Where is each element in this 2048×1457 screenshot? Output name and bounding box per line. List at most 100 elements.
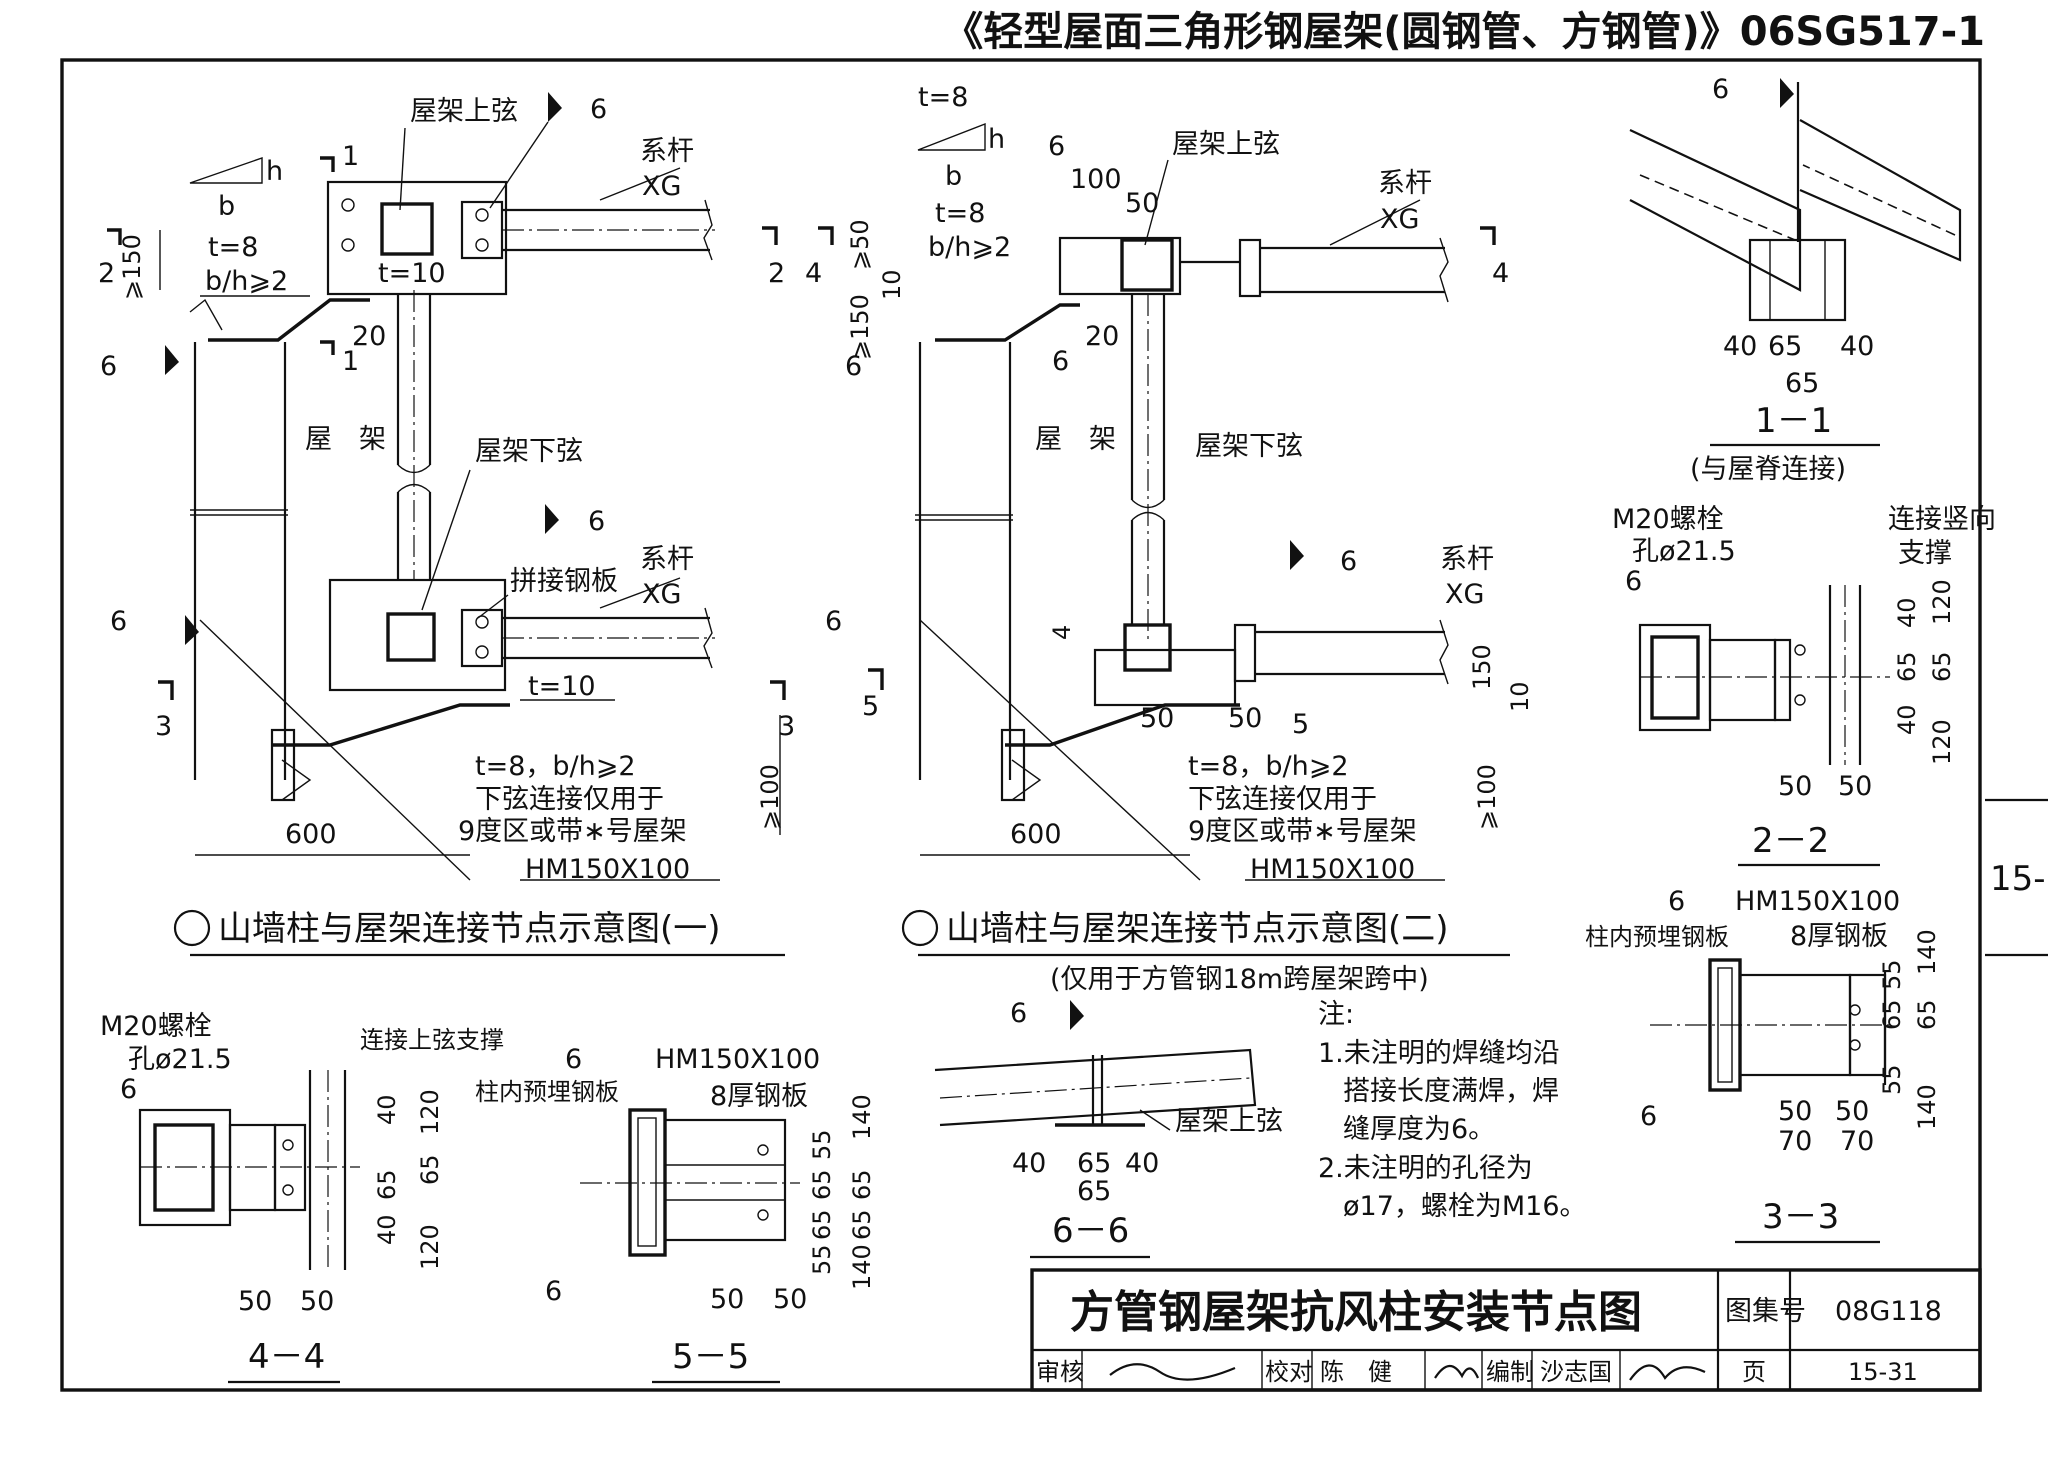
dim-40-b: 40 — [1125, 1148, 1159, 1179]
section-mark-5b: 5 — [862, 691, 879, 722]
section-5-5: 6 HM150X100 柱内预埋钢板 8厚钢板 55 140 65 65 65 … — [475, 1044, 876, 1384]
dim-150-vertical: ⩾150 — [846, 294, 874, 360]
dim-50-b: 50 — [300, 1286, 334, 1317]
dim-65-d: 65 — [848, 1209, 876, 1240]
bolt-mark — [341, 238, 355, 252]
dim-55: 55 — [1878, 959, 1906, 990]
weld-size: 6 — [1010, 998, 1027, 1029]
dim-140: 140 — [1913, 929, 1941, 975]
dim-150: 150 — [1468, 644, 1496, 690]
section-mark-6: 6 — [1048, 131, 1065, 162]
check-label: 校对 — [1265, 1358, 1313, 1386]
truss-label: 屋 架 — [305, 424, 386, 455]
section-4-4-title: 4－4 — [248, 1337, 325, 1377]
note-lower-1: 下弦连接仅用于 — [1188, 784, 1377, 815]
compiler-signature — [1629, 1364, 1706, 1381]
figure-2-title: 山墙柱与屋架连接节点示意图(二) — [946, 909, 1449, 949]
dim-65-b: 65 — [373, 1169, 401, 1200]
dim-40: 40 — [1012, 1148, 1046, 1179]
side-tab: 15- — [1990, 859, 2046, 899]
section-2-2: M20螺栓 孔ø21.5 6 连接竖向 支撑 120 40 65 65 40 1… — [1612, 504, 1996, 867]
note-2a: 2.未注明的孔径为 — [1318, 1153, 1533, 1184]
dim-55-b: 55 — [808, 1244, 836, 1275]
bolt-label: M20螺栓 — [100, 1011, 212, 1042]
dim-55: 55 — [808, 1129, 836, 1160]
section-mark-4b: 4 — [1492, 258, 1509, 289]
weld-size: 6 — [1340, 546, 1357, 577]
section-5-5-title: 5－5 — [672, 1337, 749, 1377]
t8-top: t=8 — [918, 82, 968, 113]
brace-label-2: 支撑 — [1898, 538, 1952, 569]
dim-50: 50 — [1778, 1096, 1812, 1127]
embed-plate-label: 柱内预埋钢板 — [475, 1078, 619, 1106]
dim-55-b: 55 — [1878, 1064, 1906, 1095]
upper-connection-plate — [208, 298, 370, 342]
tie-rod-label: 系杆 — [1378, 168, 1432, 199]
weld-size: 6 — [1668, 886, 1685, 917]
plate-label: 8厚钢板 — [710, 1081, 808, 1112]
weld-size: 6 — [588, 506, 605, 537]
slope-h: h — [266, 156, 283, 187]
dim-100-b: ⩾100 — [1473, 764, 1501, 830]
section-1-1: 6 40 65 40 65 1－1 (与屋脊连接) — [1629, 74, 1962, 485]
section-1-1-title: 1－1 — [1755, 401, 1832, 441]
slope-triangle — [189, 157, 263, 184]
dim-65-c: 65 — [848, 1169, 876, 1200]
page-label: 页 — [1742, 1358, 1766, 1386]
dim-40: 40 — [1723, 331, 1757, 362]
weld-flag — [548, 92, 562, 122]
dim-65: 65 — [416, 1154, 444, 1185]
plate-label: 8厚钢板 — [1790, 921, 1888, 952]
weld-size: 6 — [565, 1044, 582, 1075]
weld-size: 6 — [590, 94, 607, 125]
t10-label: t=10 — [378, 258, 446, 289]
dim-40: 40 — [1893, 597, 1921, 628]
lower-chord-label: 屋架下弦 — [1195, 431, 1303, 462]
hm-label: HM150X100 — [1735, 886, 1900, 917]
bolt-mark — [475, 208, 489, 222]
note-lower-1: 下弦连接仅用于 — [475, 784, 664, 815]
upper-chord-tube — [1120, 238, 1174, 292]
weld-size: 6 — [100, 351, 117, 382]
hole-label: 孔ø21.5 — [1632, 536, 1736, 567]
t8-label: t=8 — [208, 232, 258, 263]
tie-rod-label-lower: 系杆 — [640, 544, 694, 575]
figure-1-gable-column-node: h b 系杆 XG 屋架上弦 6 屋 架 — [98, 92, 795, 957]
note-1b: 搭接长度满焊，焊 — [1343, 1076, 1559, 1107]
dim-50-b: 50 — [1838, 771, 1872, 802]
dim-70-b: 70 — [1840, 1126, 1874, 1157]
figure-1-title: 山墙柱与屋架连接节点示意图(一) — [218, 909, 721, 949]
section-6-6-title: 6－6 — [1052, 1211, 1129, 1251]
dim-50-c: 50 — [1228, 703, 1262, 734]
section-mark-5: 5 — [1292, 709, 1309, 740]
weld-size: 6 — [120, 1074, 137, 1105]
note-lower-2: 9度区或带∗号屋架 — [1188, 816, 1417, 847]
dim-100: 100 — [1070, 164, 1122, 195]
note-t8: t=8，b/h⩾2 — [1188, 751, 1349, 782]
dim-4: 4 — [1048, 625, 1076, 640]
notes-heading: 注: — [1318, 999, 1354, 1030]
section-mark-6b: 6 — [1052, 346, 1069, 377]
weld-size-2: 6 — [1640, 1101, 1657, 1132]
bolt-mark — [341, 198, 355, 212]
atlas-label: 图集号 — [1725, 1296, 1806, 1327]
upper-chord-label: 屋架上弦 — [1175, 1106, 1283, 1137]
lower-chord-plate — [328, 578, 507, 692]
checker-name: 陈 健 — [1320, 1358, 1392, 1386]
drawing-title: 方管钢屋架抗风柱安装节点图 — [1070, 1287, 1642, 1338]
figure-2-subtitle: (仅用于方管钢18m跨屋架跨中) — [1050, 964, 1429, 995]
compiler-name: 沙志国 — [1540, 1358, 1612, 1386]
t8-second: t=8 — [935, 198, 985, 229]
dim-65: 65 — [1893, 651, 1921, 682]
dim-65: 65 — [1077, 1148, 1111, 1179]
dim-65-b: 65 — [808, 1209, 836, 1240]
brace-label: 连接上弦支撑 — [360, 1026, 504, 1054]
slope-h: h — [988, 124, 1005, 155]
lower-connection-plate — [272, 703, 510, 747]
weld-size: 6 — [845, 351, 862, 382]
dim-50-b: 50 — [773, 1284, 807, 1315]
upper-chord-plate — [326, 180, 508, 296]
lower-chord-tube — [1123, 623, 1172, 672]
xg-label-upper: XG — [642, 171, 681, 202]
